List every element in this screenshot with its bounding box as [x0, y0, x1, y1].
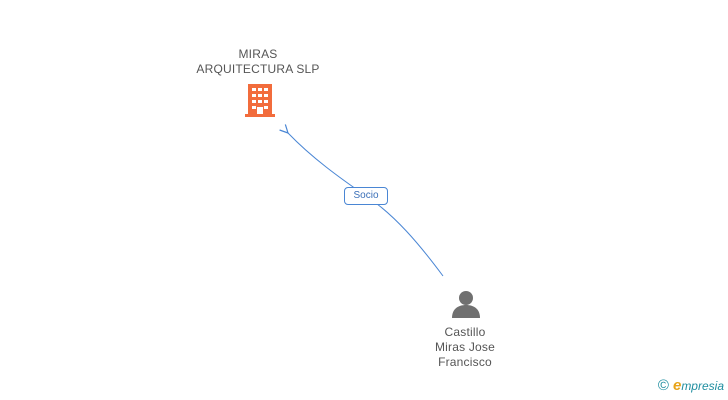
person-icon[interactable]: [452, 291, 480, 318]
brand-logo: empresia: [673, 376, 724, 396]
company-name-line2: ARQUITECTURA SLP: [196, 62, 320, 76]
building-icon[interactable]: [245, 84, 275, 117]
company-name-line1: MIRAS: [238, 47, 278, 61]
person-name-line1: Castillo: [444, 325, 486, 339]
person-node-label[interactable]: Castillo Miras Jose Francisco: [405, 325, 525, 370]
company-node-label[interactable]: MIRAS ARQUITECTURA SLP: [178, 47, 338, 77]
copyright-icon: ©: [657, 377, 669, 394]
brand-rest: mpresia: [681, 379, 724, 393]
person-name-line3: Francisco: [438, 355, 492, 369]
edge-label-socio: Socio: [344, 187, 388, 205]
empresia-watermark: © empresia: [658, 376, 724, 396]
brand-first-letter: e: [672, 377, 682, 394]
person-name-line2: Miras Jose: [434, 340, 495, 354]
